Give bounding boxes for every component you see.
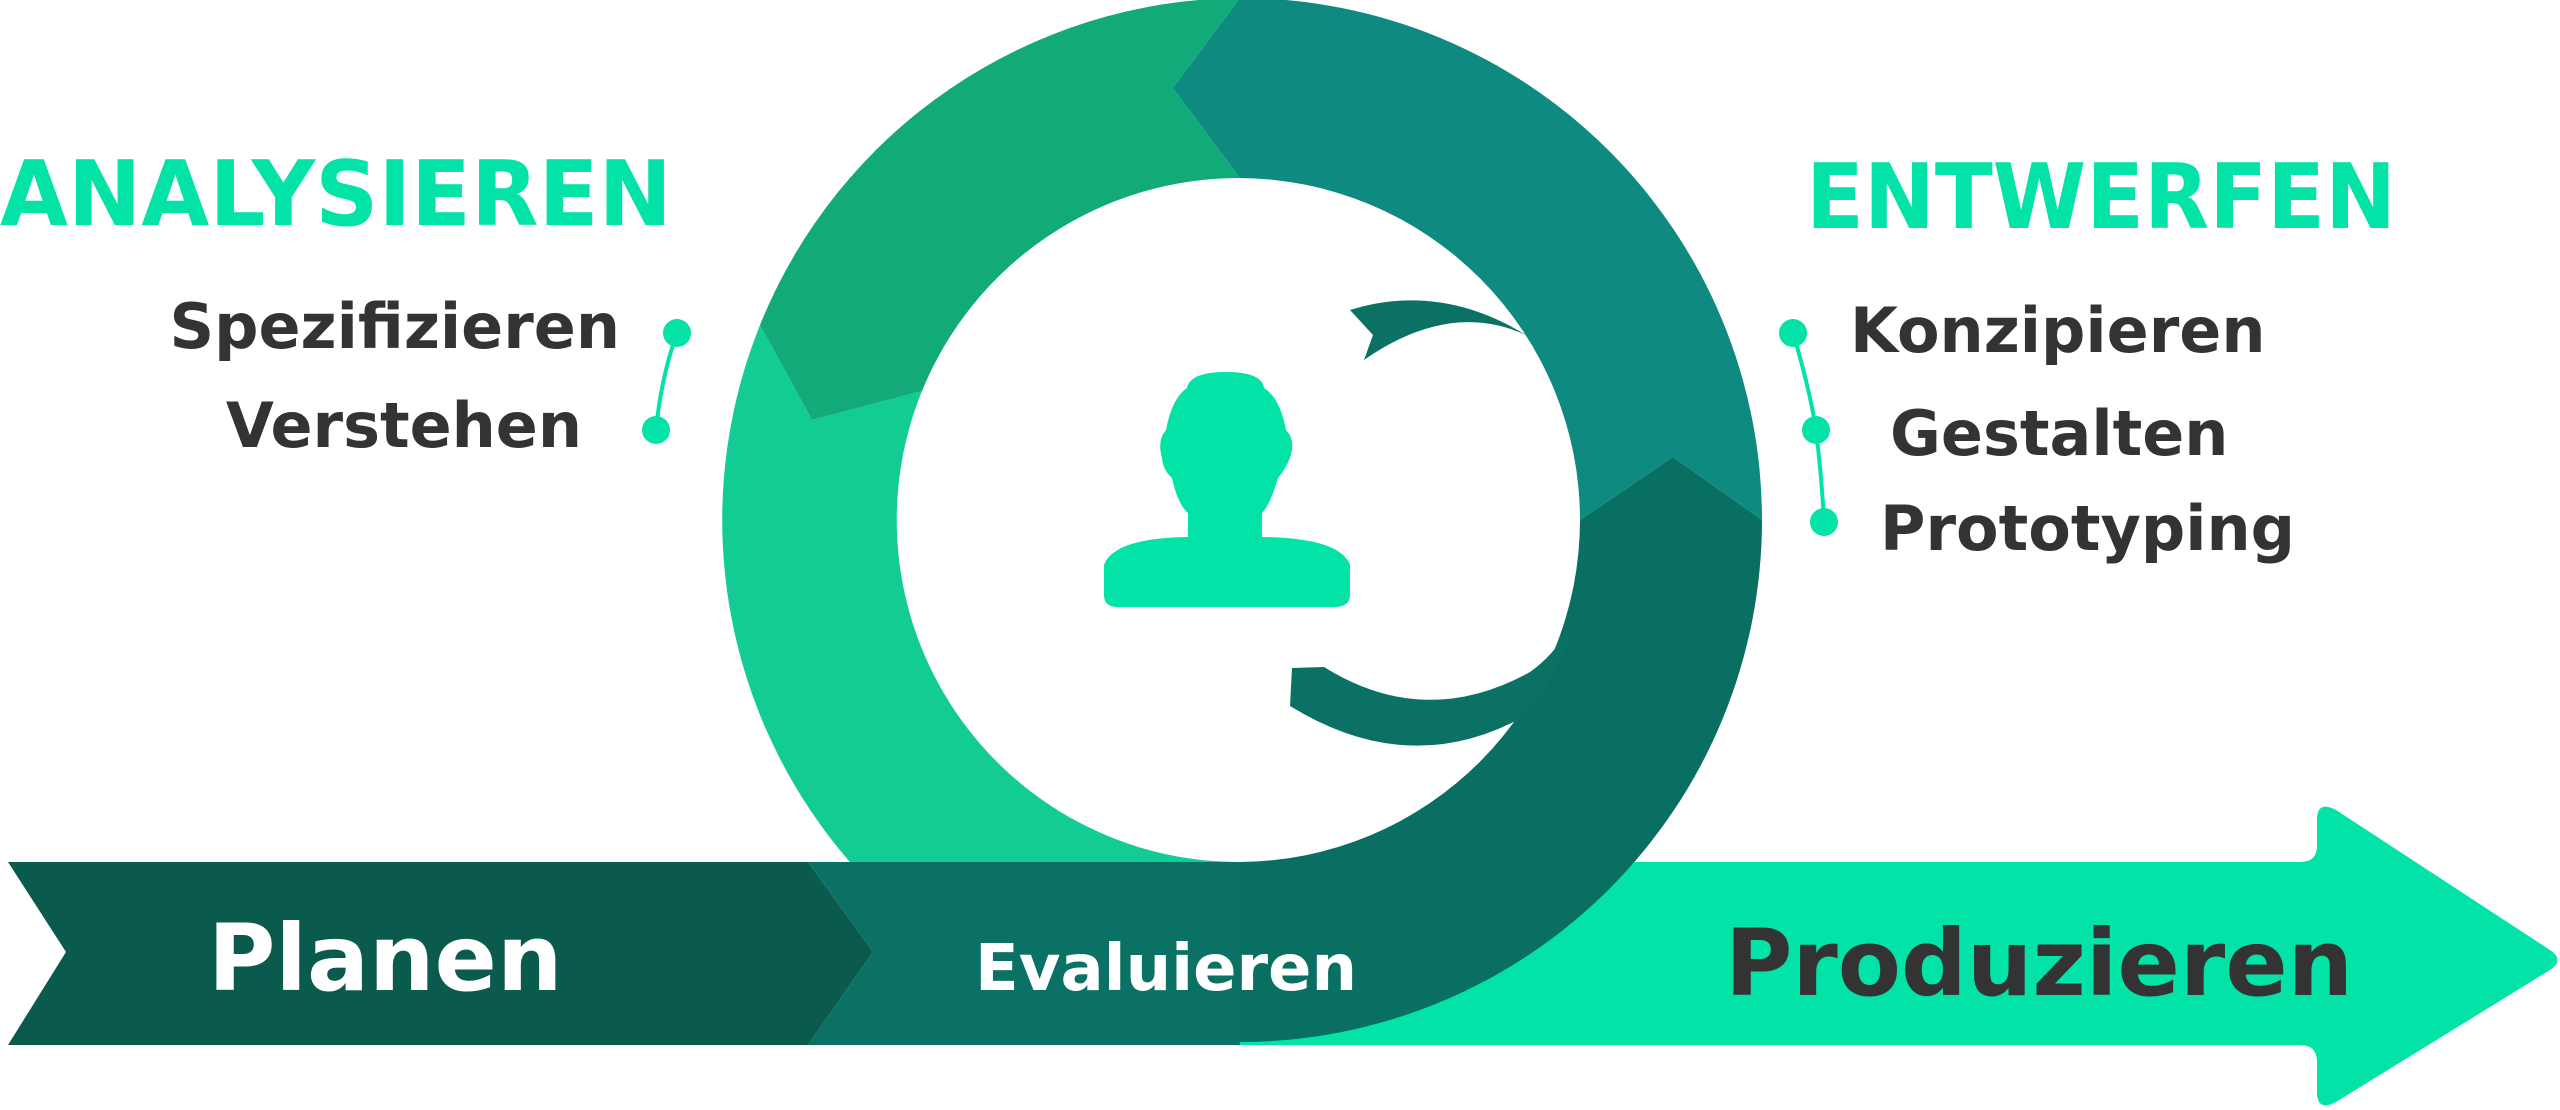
evaluieren-band (808, 862, 1240, 1045)
inner-arrow-bottom (1290, 520, 1584, 746)
ring-segment-analysieren (760, 0, 1240, 420)
ring-segment-entwerfen (1173, 0, 1762, 520)
inner-cycle-arrow (1290, 300, 1584, 746)
user-icon (1104, 372, 1350, 607)
label-evaluieren: Evaluieren (975, 932, 1357, 1006)
item-gestalten: Gestalten (1890, 397, 2228, 470)
connector-dot (1779, 319, 1807, 347)
ring-segment-produzieren (1240, 457, 1762, 1042)
connector-dot (642, 416, 670, 444)
phase-title-analysieren: ANALYSIEREN (0, 142, 672, 247)
connector-dot (1810, 508, 1838, 536)
connector-dot (663, 319, 691, 347)
label-produzieren: Produzieren (1725, 910, 2353, 1017)
left-connector (642, 319, 691, 444)
item-verstehen: Verstehen (226, 389, 582, 462)
label-planen: Planen (208, 905, 562, 1012)
item-prototyping: Prototyping (1880, 492, 2295, 565)
phase-title-entwerfen: ENTWERFEN (1806, 145, 2396, 250)
item-konzipieren: Konzipieren (1850, 294, 2265, 367)
connector-dot (1802, 416, 1830, 444)
inner-arrow-top (1350, 300, 1526, 360)
right-connector (1779, 319, 1838, 536)
planen-band (8, 862, 873, 1045)
item-spezifizieren: Spezifizieren (169, 290, 620, 363)
